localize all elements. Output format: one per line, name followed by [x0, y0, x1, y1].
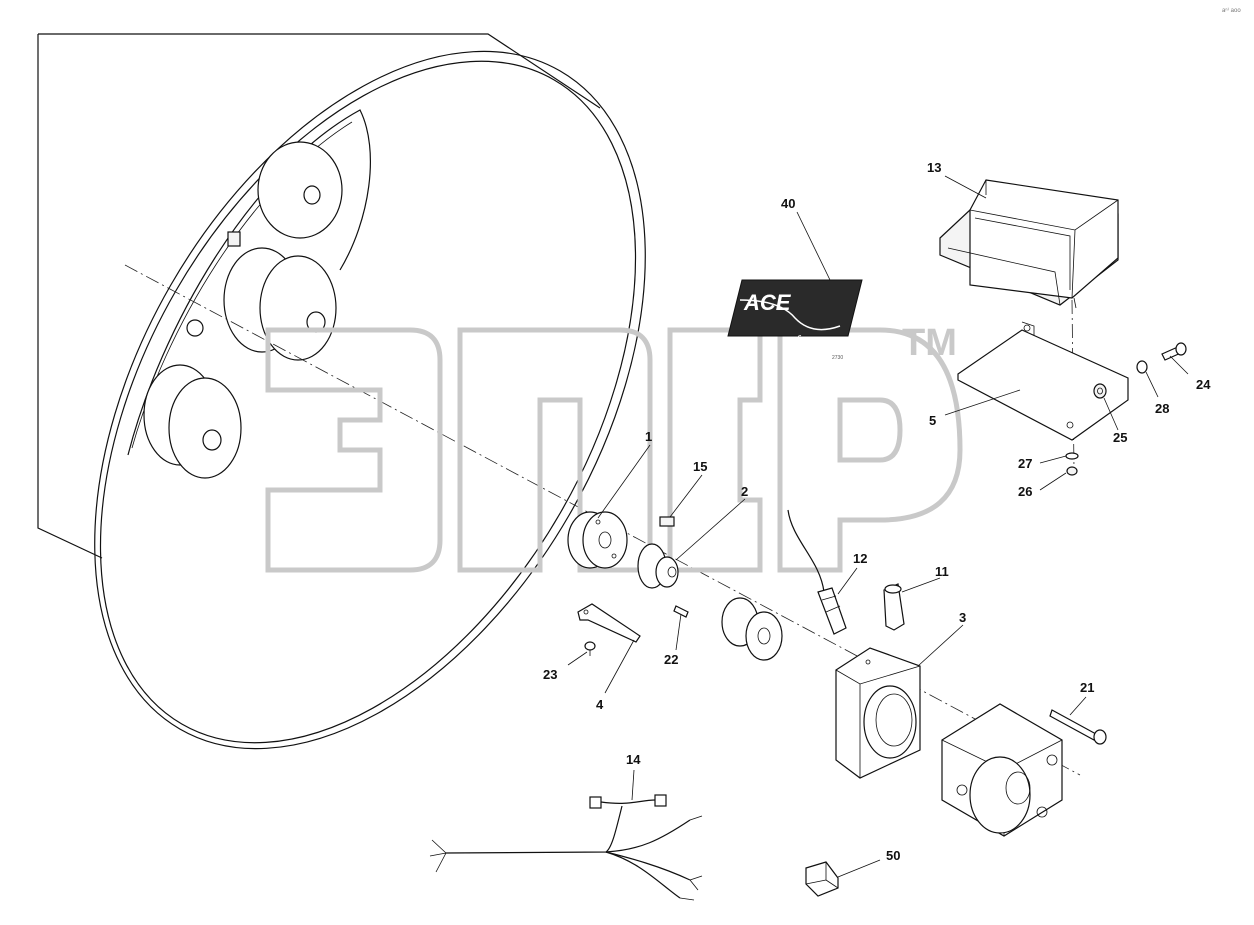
callout-24: 24 [1196, 377, 1211, 392]
hydraulic-pump [941, 703, 1063, 837]
nut-25 [1093, 383, 1107, 399]
pulley-assembly-bottom [143, 364, 242, 479]
callout-21: 21 [1080, 680, 1094, 695]
mounting-bracket [957, 321, 1129, 441]
callout-12: 12 [853, 551, 867, 566]
pulley-assembly-top [227, 141, 343, 247]
callout-15: 15 [693, 459, 707, 474]
lever-4 [577, 603, 641, 643]
callout-13: 13 [927, 160, 941, 175]
drum-housing [37, 33, 646, 750]
leader-lines [567, 175, 1189, 878]
watermark-logo: TM [265, 322, 963, 573]
screw-23 [584, 641, 596, 656]
callout-26: 26 [1018, 484, 1032, 499]
key-15 [659, 516, 675, 527]
callout-25: 25 [1113, 430, 1127, 445]
callout-11: 11 [935, 564, 949, 579]
callout-50: 50 [886, 848, 900, 863]
callout-5: 5 [929, 413, 936, 428]
callout-1: 1 [645, 429, 652, 444]
corner-code: aⁿ⁾ aoo [1222, 7, 1241, 14]
callout-2: 2 [741, 484, 748, 499]
flange-coupling [637, 543, 679, 589]
connector-50 [805, 861, 839, 897]
callout-28: 28 [1155, 401, 1169, 416]
adapter-housing [835, 647, 921, 779]
callout-4: 4 [596, 697, 604, 712]
pulley-assembly-middle [186, 247, 337, 361]
callout-22: 22 [664, 652, 678, 667]
washer-27 [1065, 452, 1079, 460]
bolt-24 [1161, 342, 1187, 361]
screw-22 [673, 605, 689, 618]
control-box [939, 179, 1119, 309]
callout-labels: 13 40 24 28 5 25 27 26 1 15 2 12 11 3 22… [543, 160, 1211, 863]
logo-brand-text: ACE [743, 290, 792, 315]
elastic-coupling [721, 597, 783, 661]
ace-force-logo: ACE force 2730 [727, 279, 863, 361]
callout-23: 23 [543, 667, 557, 682]
callout-27: 27 [1018, 456, 1032, 471]
bolt-21 [1049, 709, 1107, 745]
callout-40: 40 [781, 196, 795, 211]
logo-sub-text: force [796, 332, 822, 347]
plug-11 [883, 583, 905, 631]
washer-28 [1136, 360, 1148, 374]
callout-14: 14 [626, 752, 641, 767]
wiring-harness [429, 794, 703, 901]
sensor-12 [787, 509, 847, 635]
coupling-hub [567, 511, 628, 569]
nut-26 [1066, 466, 1078, 476]
watermark-tm: TM [902, 322, 957, 364]
callout-3: 3 [959, 610, 966, 625]
logo-code-text: 2730 [832, 355, 843, 361]
